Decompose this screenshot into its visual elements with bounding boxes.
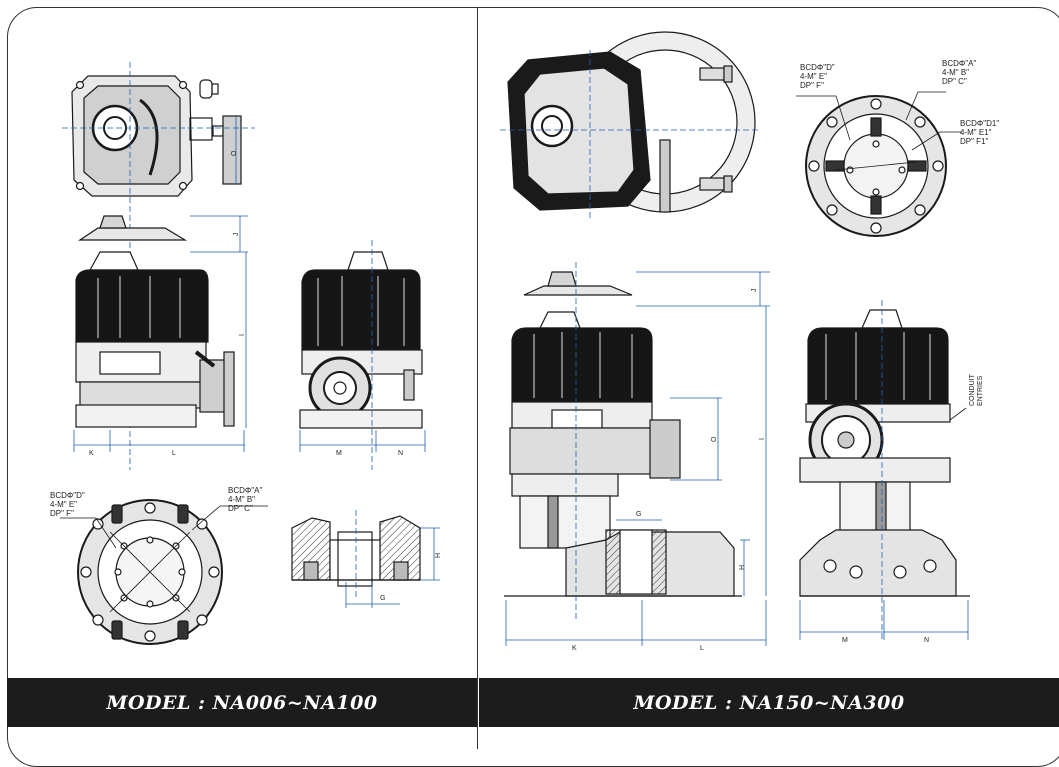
model-banner-left: MODEL : NA006~NA100: [7, 678, 477, 727]
left-side-view: [299, 251, 423, 429]
right-dim-i: I: [759, 438, 766, 440]
left-dim-h: H: [435, 553, 442, 558]
left-dim-n: N: [398, 450, 403, 457]
technical-drawing: O J I K L M N H G BCDΦ"D" 4-M" E" DP" F"…: [50, 31, 999, 652]
conduit-label-line2: ENTRIES: [977, 375, 984, 406]
right-dim-l: L: [700, 645, 704, 652]
left-bcd-a-line2: 4-M" B": [228, 495, 255, 504]
right-bcd-d1-line1: BCDΦ"D1": [960, 119, 999, 128]
left-bcd-a-line1: BCDΦ"A": [228, 486, 262, 495]
right-bcd-a-line3: DP" C": [942, 77, 967, 86]
left-dim-o: O: [231, 150, 238, 156]
left-bcd-d-line1: BCDΦ"D": [50, 491, 85, 500]
right-dim-n: N: [924, 637, 929, 644]
right-dim-m: M: [842, 637, 848, 644]
left-dim-g: G: [380, 595, 385, 602]
right-bcd-a-line1: BCDΦ"A": [942, 59, 976, 68]
right-dim-j: J: [751, 289, 758, 293]
right-top-view: [507, 31, 756, 213]
left-bcd-d-line2: 4-M" E": [50, 500, 77, 509]
right-bcd-a-line2: 4-M" B": [942, 68, 969, 77]
right-dim-o: O: [711, 436, 718, 442]
panel-divider: [477, 7, 479, 749]
right-front-view: [504, 271, 742, 597]
left-dim-k: K: [89, 450, 94, 457]
left-flange-view: [77, 499, 223, 645]
right-bcd-d1-line3: DP" F1": [960, 137, 989, 146]
left-dim-j: J: [233, 233, 240, 237]
right-bcd-d1-line2: 4-M" E1": [960, 128, 992, 137]
left-bcd-a-line3: DP" C": [228, 504, 253, 513]
left-section-view: [291, 515, 421, 587]
right-dim-g: G: [636, 511, 641, 518]
right-dim-h: H: [739, 565, 746, 570]
left-front-view: [75, 215, 235, 428]
right-bcd-d-line1: BCDΦ"D": [800, 63, 835, 72]
model-title-right: MODEL : NA150~NA300: [633, 691, 905, 714]
conduit-label-line1: CONDUIT: [969, 373, 976, 406]
left-top-view: [71, 75, 242, 197]
model-banner-right: MODEL : NA150~NA300: [479, 678, 1059, 727]
left-dim-i: I: [239, 334, 246, 336]
right-dim-k: K: [572, 645, 577, 652]
right-side-view: [799, 309, 970, 597]
left-bcd-d-line3: DP" F": [50, 509, 74, 518]
model-title-left: MODEL : NA006~NA100: [106, 691, 378, 714]
left-dim-m: M: [336, 450, 342, 457]
left-dim-l: L: [172, 450, 176, 457]
right-flange-top-view: [805, 95, 947, 237]
right-bcd-d-line3: DP" F": [800, 81, 824, 90]
right-bcd-d-line2: 4-M" E": [800, 72, 827, 81]
